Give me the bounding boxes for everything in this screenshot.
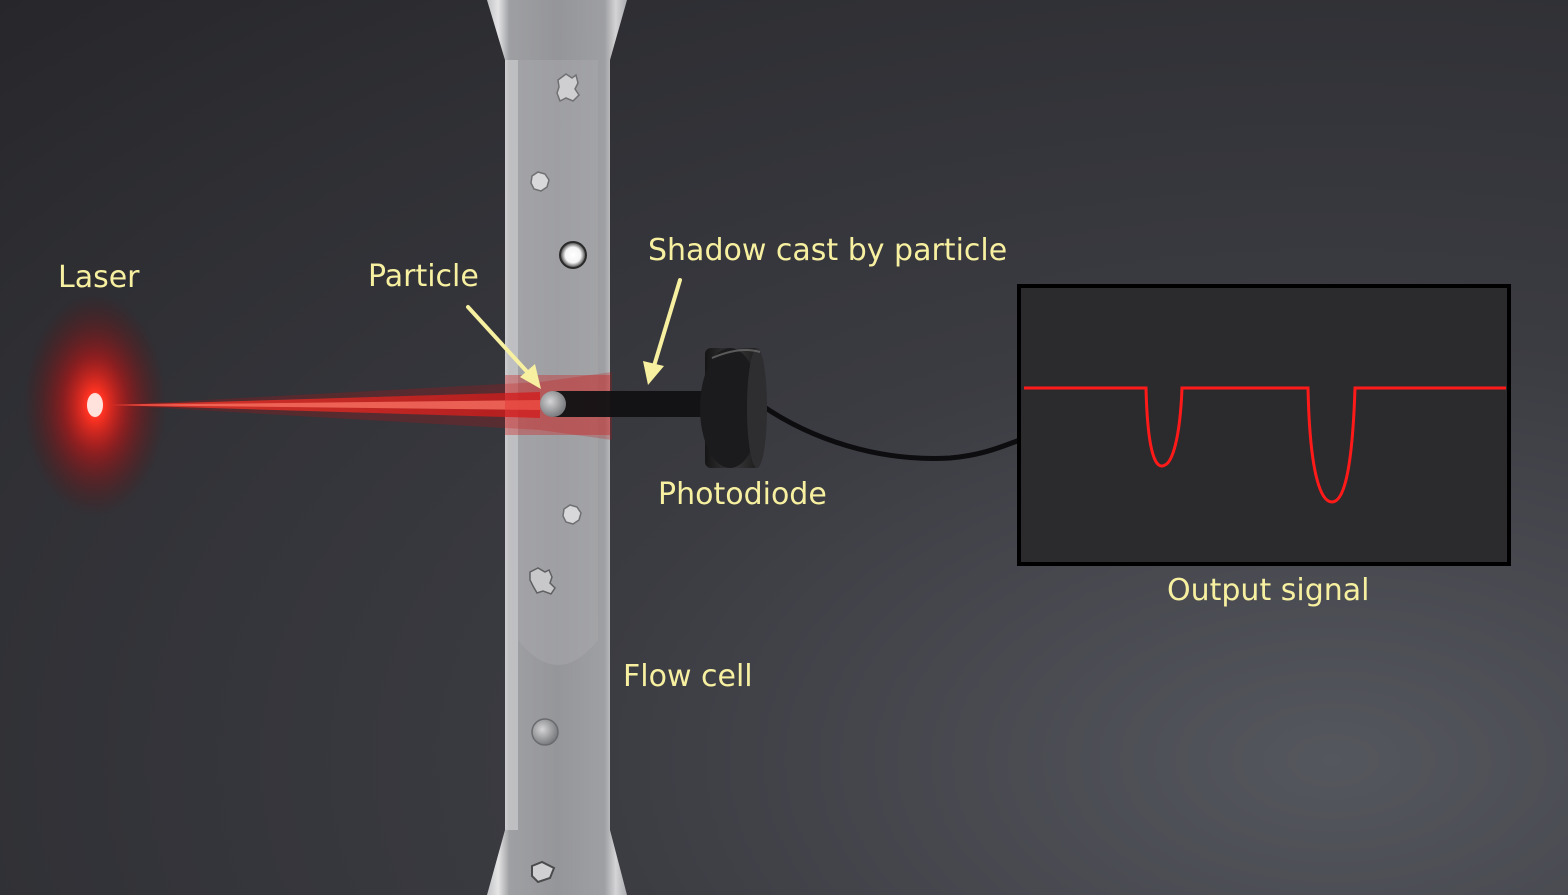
irregular-particle	[562, 504, 582, 525]
photodiode-cable	[755, 399, 1021, 461]
signal-trace	[1024, 386, 1506, 504]
irregular-particle	[529, 567, 556, 595]
flow-cell-label: Flow cell	[623, 659, 753, 694]
photodiode-label: Photodiode	[658, 477, 827, 512]
photodiode-icon	[700, 348, 767, 468]
particle-in-beam	[540, 391, 566, 417]
flow-cell	[487, 0, 627, 895]
shadow-label: Shadow cast by particle	[648, 233, 1008, 268]
particle-shadow	[553, 391, 705, 417]
laser-label: Laser	[58, 260, 140, 295]
arrow-shadow-icon	[643, 278, 682, 385]
laser-beam	[110, 372, 612, 440]
irregular-particle	[531, 860, 556, 884]
irregular-particle	[556, 73, 580, 103]
irregular-particle	[530, 171, 550, 192]
laser-source-icon	[23, 293, 167, 517]
output-signal-label: Output signal	[1167, 573, 1370, 608]
particle-label: Particle	[368, 259, 479, 294]
round-particle	[559, 241, 587, 269]
arrow-particle-icon	[466, 305, 541, 389]
output-signal-monitor	[1017, 284, 1511, 566]
flow-particles	[529, 73, 587, 884]
round-particle	[531, 718, 559, 746]
